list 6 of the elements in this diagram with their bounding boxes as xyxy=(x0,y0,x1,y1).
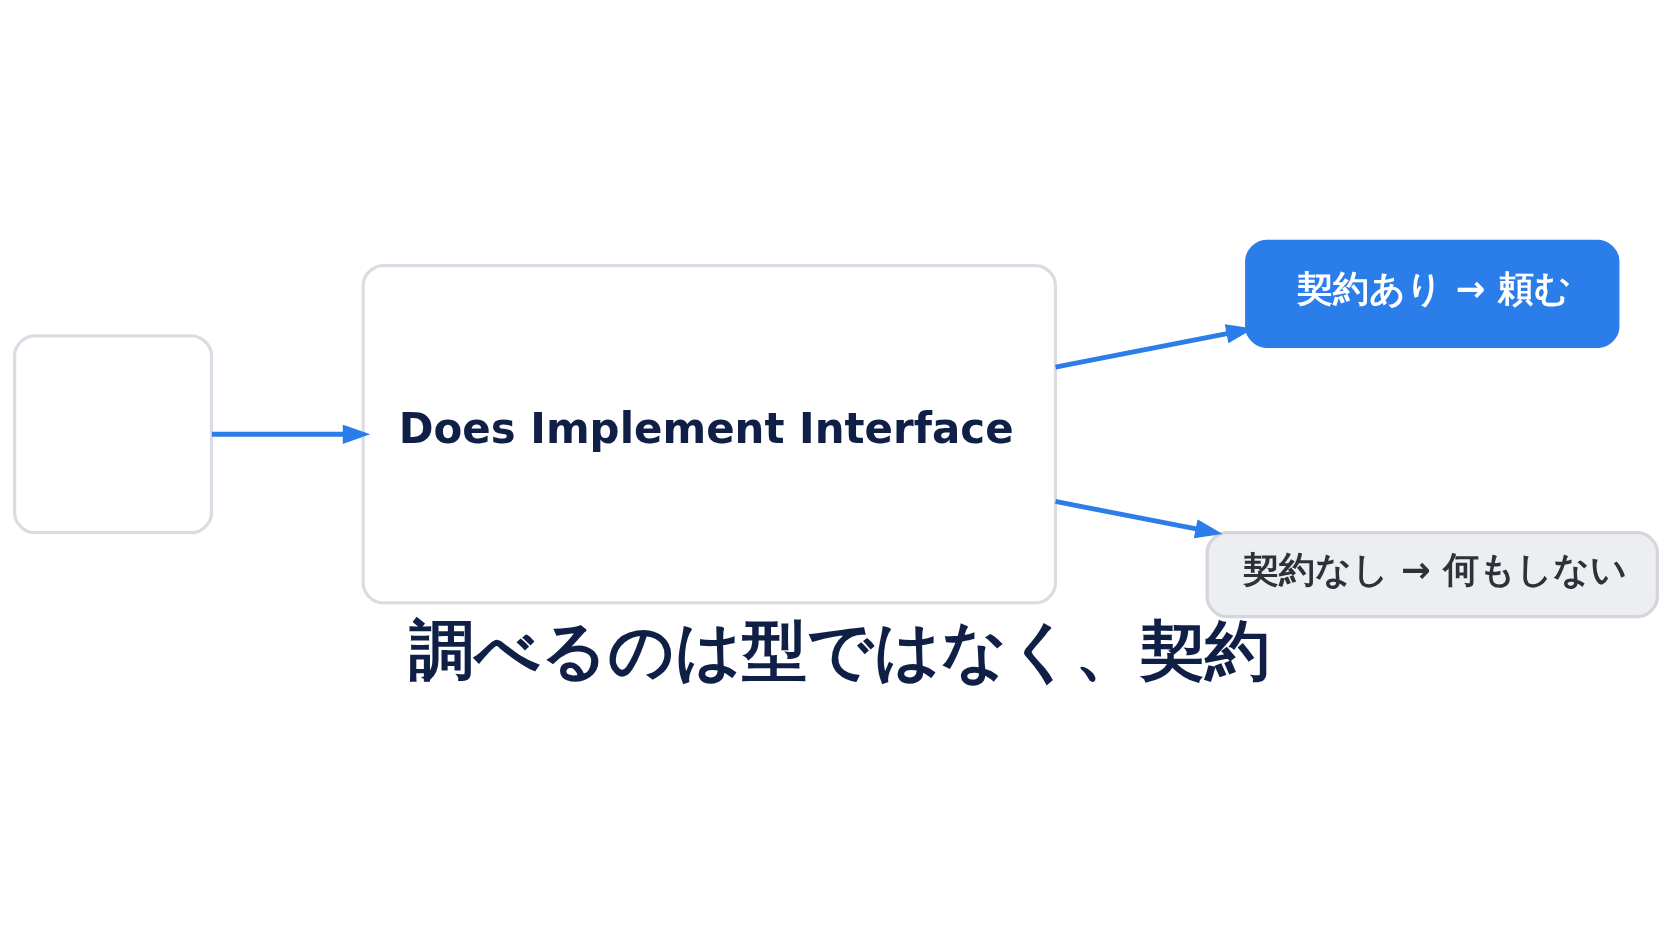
node-box xyxy=(13,333,214,534)
node-box: 契約なし → 何もしない xyxy=(1205,530,1659,618)
arrow xyxy=(211,424,371,444)
node-box: Does Implement Interface xyxy=(361,263,1058,605)
node-box: 契約あり → 頼む xyxy=(1245,239,1620,348)
arrow xyxy=(1055,498,1223,538)
